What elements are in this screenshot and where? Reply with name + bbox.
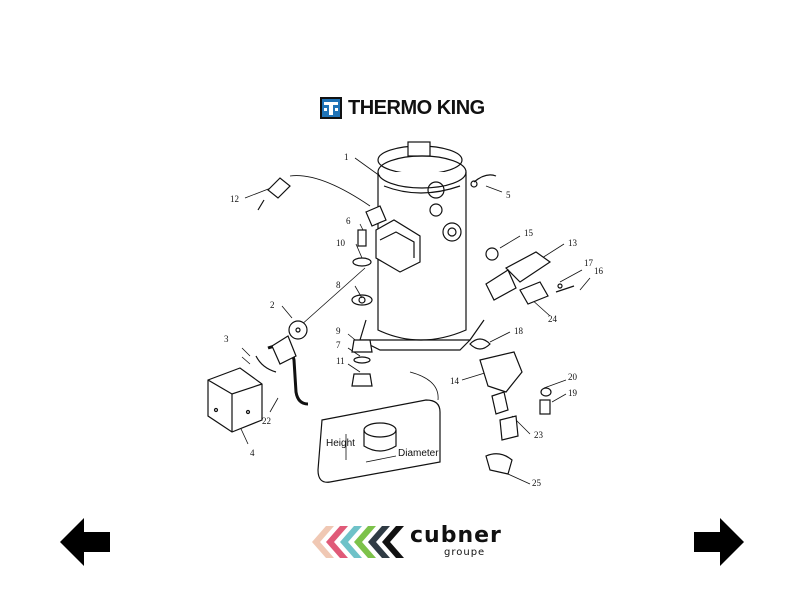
- callout-14: 14: [450, 376, 460, 386]
- next-page-button[interactable]: [692, 516, 744, 568]
- cubner-logo: cubner groupe: [312, 520, 502, 564]
- cubner-mark-icon: [312, 526, 404, 558]
- terminal-box: [365, 205, 421, 273]
- detail-height-label: Height: [326, 438, 355, 449]
- thermo-king-brand: THERMO KING: [320, 96, 485, 120]
- callout-13: 13: [568, 238, 578, 248]
- callout-23: 23: [534, 430, 544, 440]
- callout-9: 9: [336, 326, 341, 336]
- callout-5: 5: [506, 190, 511, 200]
- cable-connector: [255, 335, 309, 406]
- brand-title: THERMO KING: [348, 96, 485, 119]
- callout-12: 12: [230, 194, 239, 204]
- callout-19: 19: [568, 388, 578, 398]
- callout-8: 8: [336, 280, 341, 290]
- detail-diameter-label: Diameter: [398, 448, 439, 459]
- callout-16: 16: [594, 266, 604, 276]
- cubner-name: cubner: [410, 523, 502, 548]
- cubner-subtitle: groupe: [444, 547, 486, 558]
- callout-6: 6: [346, 216, 351, 226]
- callout-20: 20: [568, 372, 578, 382]
- callout-10: 10: [336, 238, 346, 248]
- callout-25: 25: [532, 478, 542, 488]
- right-fittings: [469, 247, 575, 475]
- callout-2: 2: [270, 300, 275, 310]
- callout-22: 22: [262, 416, 271, 426]
- callout-11: 11: [336, 356, 345, 366]
- callout-7: 7: [336, 340, 341, 350]
- compressor-body: [359, 141, 485, 351]
- callout-3: 3: [224, 334, 229, 344]
- previous-page-button[interactable]: [60, 516, 112, 568]
- callout-15: 15: [524, 228, 534, 238]
- callout-24: 24: [548, 314, 558, 324]
- arrow-left-icon: [60, 518, 110, 566]
- callout-4: 4: [250, 448, 255, 458]
- callout-18: 18: [514, 326, 524, 336]
- callout-17: 17: [584, 258, 594, 268]
- thermo-king-logo-icon: [320, 97, 342, 119]
- terminal-cover: [207, 367, 263, 433]
- hardware-parts: [257, 174, 497, 387]
- callout-numbers: 1 2 3 4 5 6 7 8 9 10 11 12 13 14 15 16 1…: [224, 152, 604, 488]
- callout-1: 1: [344, 152, 349, 162]
- arrow-right-icon: [694, 518, 744, 566]
- detail-inset: [317, 399, 441, 483]
